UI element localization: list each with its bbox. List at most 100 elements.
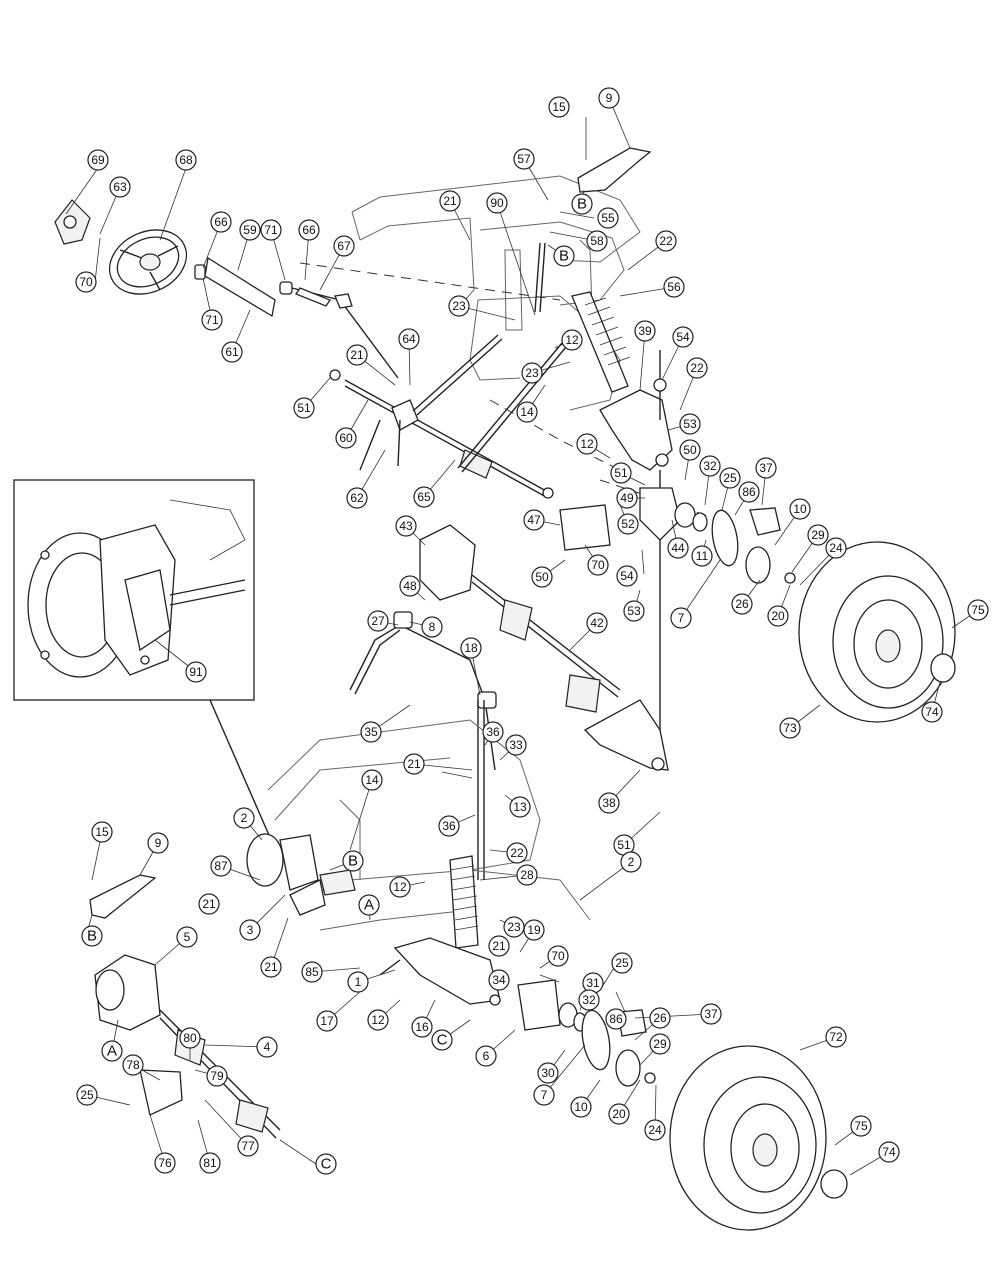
callout-14: 14 <box>516 401 538 423</box>
callout-34: 34 <box>488 969 510 991</box>
svg-text:9: 9 <box>606 91 613 105</box>
callout-66: 66 <box>298 219 320 241</box>
callout-14: 14 <box>361 769 383 791</box>
callout-29: 29 <box>649 1033 671 1055</box>
svg-text:21: 21 <box>264 960 278 974</box>
svg-text:23: 23 <box>507 920 521 934</box>
svg-text:21: 21 <box>202 897 216 911</box>
svg-text:70: 70 <box>79 275 93 289</box>
callout-22: 22 <box>655 230 677 252</box>
callout-20: 20 <box>608 1103 630 1125</box>
callout-80: 80 <box>179 1027 201 1049</box>
svg-text:71: 71 <box>205 313 219 327</box>
svg-text:54: 54 <box>620 569 634 583</box>
callout-4: 4 <box>256 1036 278 1058</box>
right-front-wheel <box>798 541 956 723</box>
svg-text:86: 86 <box>609 1012 623 1026</box>
svg-text:14: 14 <box>365 773 379 787</box>
alignment-lines <box>299 262 721 521</box>
svg-text:20: 20 <box>612 1107 626 1121</box>
steering-wheel-assembly <box>54 199 399 379</box>
callout-76: 76 <box>154 1152 176 1174</box>
svg-text:64: 64 <box>402 332 416 346</box>
callout-77: 77 <box>237 1135 259 1157</box>
svg-text:73: 73 <box>783 721 797 735</box>
svg-text:16: 16 <box>415 1020 429 1034</box>
svg-text:72: 72 <box>829 1030 843 1044</box>
svg-text:11: 11 <box>696 549 709 563</box>
marker-B: B <box>553 245 575 267</box>
callout-67: 67 <box>333 235 355 257</box>
svg-text:42: 42 <box>590 616 604 630</box>
callout-26: 26 <box>649 1007 671 1029</box>
callout-5: 5 <box>176 926 198 948</box>
callout-21: 21 <box>260 956 282 978</box>
svg-text:26: 26 <box>653 1011 667 1025</box>
callout-2: 2 <box>233 807 255 829</box>
callout-25: 25 <box>76 1084 98 1106</box>
link-rods <box>412 242 567 473</box>
svg-text:21: 21 <box>492 939 506 953</box>
callout-49: 49 <box>616 487 638 509</box>
callout-54: 54 <box>616 565 638 587</box>
right-front-hub <box>559 487 796 584</box>
callout-15: 15 <box>91 821 113 843</box>
svg-text:1: 1 <box>355 975 362 989</box>
svg-text:62: 62 <box>350 491 364 505</box>
svg-text:76: 76 <box>158 1156 172 1170</box>
svg-text:75: 75 <box>971 603 985 617</box>
callout-66: 66 <box>210 211 232 233</box>
svg-text:29: 29 <box>653 1037 667 1051</box>
letter-markers: B B B B A A C C <box>81 193 593 1175</box>
svg-text:B: B <box>559 248 569 265</box>
svg-text:71: 71 <box>264 223 278 237</box>
callout-13: 13 <box>509 796 531 818</box>
marker-C: C <box>431 1029 453 1051</box>
detail-inset <box>13 479 273 843</box>
callout-91: 91 <box>185 661 207 683</box>
svg-text:12: 12 <box>393 880 407 894</box>
callout-90: 90 <box>486 192 508 214</box>
svg-text:2: 2 <box>628 855 635 869</box>
callout-51: 51 <box>613 834 635 856</box>
callout-37: 37 <box>755 457 777 479</box>
svg-text:5: 5 <box>184 930 191 944</box>
svg-text:34: 34 <box>492 973 506 987</box>
svg-text:54: 54 <box>676 330 690 344</box>
svg-text:22: 22 <box>510 846 524 860</box>
callout-48: 48 <box>399 575 421 597</box>
svg-text:23: 23 <box>525 366 539 380</box>
callout-43: 43 <box>395 515 417 537</box>
svg-text:69: 69 <box>91 153 105 167</box>
lower-control-arm <box>379 937 501 1006</box>
callout-12: 12 <box>576 433 598 455</box>
callout-12: 12 <box>367 1009 389 1031</box>
callout-21: 21 <box>488 935 510 957</box>
callout-21: 21 <box>403 753 425 775</box>
callout-59: 59 <box>239 219 261 241</box>
svg-text:50: 50 <box>535 570 549 584</box>
lower-right-arm <box>583 699 669 771</box>
svg-text:19: 19 <box>527 923 541 937</box>
svg-text:22: 22 <box>690 361 704 375</box>
callout-51: 51 <box>293 397 315 419</box>
svg-text:51: 51 <box>617 838 631 852</box>
callout-52: 52 <box>617 513 639 535</box>
callout-23: 23 <box>448 295 470 317</box>
callout-87: 87 <box>210 855 232 877</box>
marker-A: A <box>358 894 380 916</box>
callout-44: 44 <box>667 537 689 559</box>
svg-text:38: 38 <box>602 796 616 810</box>
svg-text:70: 70 <box>591 558 605 572</box>
callout-29: 29 <box>807 524 829 546</box>
callout-61: 61 <box>221 341 243 363</box>
svg-text:21: 21 <box>407 757 421 771</box>
callout-15: 15 <box>548 96 570 118</box>
callout-24: 24 <box>825 537 847 559</box>
differential <box>94 954 281 1139</box>
callout-37: 37 <box>700 1003 722 1025</box>
marker-B: B <box>81 925 103 947</box>
callout-7: 7 <box>533 1084 555 1106</box>
lower-shock <box>449 855 479 949</box>
